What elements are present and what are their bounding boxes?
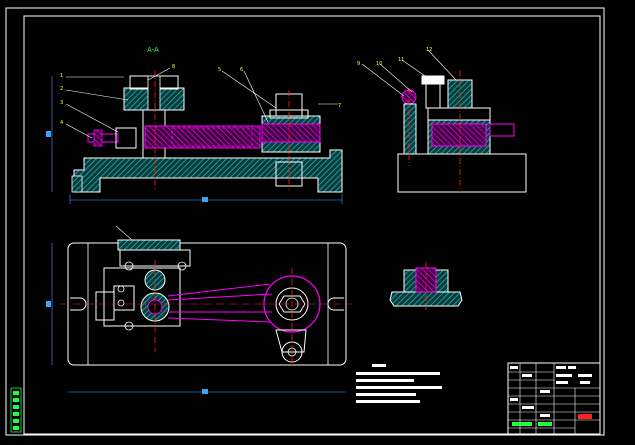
svg-text:1: 1 <box>60 73 63 79</box>
side-view: 9 10 11 12 <box>357 47 527 193</box>
plan-view <box>46 225 352 394</box>
svg-text:6: 6 <box>240 67 243 73</box>
section-view-a-a: A-A <box>46 46 343 204</box>
svg-text:8: 8 <box>172 64 175 70</box>
svg-text:3: 3 <box>60 100 63 106</box>
svg-text:5: 5 <box>218 67 221 73</box>
svg-text:10: 10 <box>376 61 382 67</box>
margin-stamp <box>10 387 22 433</box>
svg-text:4: 4 <box>60 120 63 126</box>
svg-text:9: 9 <box>357 61 360 67</box>
outer-frame <box>5 7 605 436</box>
title-block <box>507 362 601 435</box>
svg-text:2: 2 <box>60 86 63 92</box>
section-label: A-A <box>147 46 159 54</box>
inner-frame <box>23 15 601 435</box>
detail-view <box>389 262 463 310</box>
svg-text:7: 7 <box>338 103 341 109</box>
svg-text:12: 12 <box>426 47 432 53</box>
svg-text:11: 11 <box>398 57 404 63</box>
technical-notes <box>356 364 442 403</box>
